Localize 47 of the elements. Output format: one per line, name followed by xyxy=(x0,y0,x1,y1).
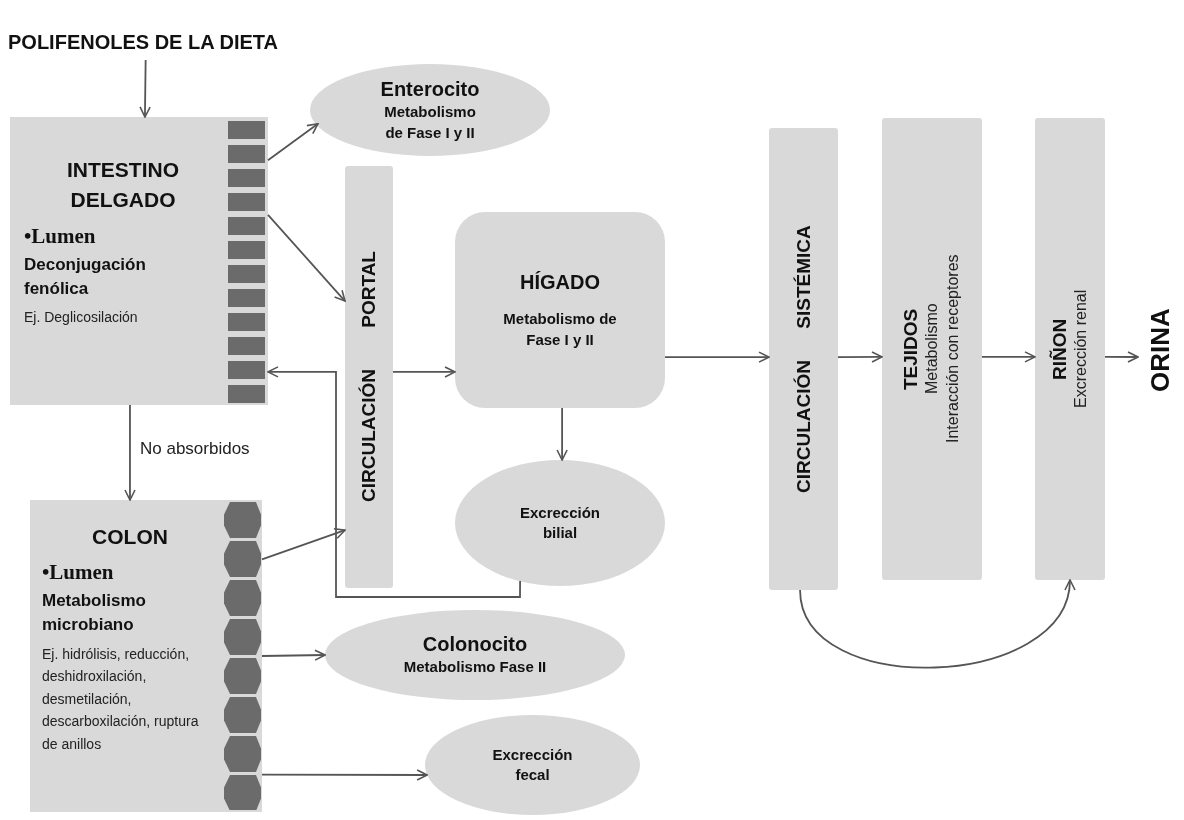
node-heading: INTESTINO DELGADO xyxy=(66,157,180,214)
node-heading: Enterocito xyxy=(380,77,480,103)
section-label: •Lumen xyxy=(24,223,97,249)
node-heading: CIRCULACIÓN PORTAL xyxy=(358,251,380,503)
vertical-bar xyxy=(345,166,393,588)
node-text: Excrección fecal xyxy=(491,744,574,785)
arrow xyxy=(981,351,1036,363)
arrow xyxy=(261,528,346,561)
example-text: Ej. Deglicosilación xyxy=(24,308,139,328)
node-text: Metabolismo de Fase I y II xyxy=(502,309,618,350)
arrow xyxy=(837,351,883,363)
node-text: Metabolismo de Fase I y II xyxy=(383,102,477,143)
node-heading: CIRCULACIÓN SISTÉMICA xyxy=(792,225,815,493)
vertical-bar xyxy=(769,128,838,590)
node-heading: Colonocito xyxy=(422,632,528,658)
input-label: POLIFENOLES DE LA DIETA xyxy=(8,30,278,54)
arrow xyxy=(124,404,136,501)
organ-box xyxy=(30,500,262,812)
arrow xyxy=(392,366,456,378)
arrow xyxy=(267,366,521,598)
arrow xyxy=(261,769,429,781)
node-heading: HÍGADO xyxy=(520,270,600,296)
vertical-bar xyxy=(882,118,982,580)
node-heading: TEJIDOS xyxy=(900,308,923,390)
node-heading: COLON xyxy=(92,524,168,550)
organ-box xyxy=(10,117,268,405)
arrow xyxy=(261,649,326,661)
example-text: Ej. hidrólisis, reducción, deshidroxilación, desmetilación, descarboxilación, ruptura de anillos xyxy=(42,645,200,754)
arrow xyxy=(267,122,319,162)
node-text: Deconjugación fenólica xyxy=(24,253,147,300)
rounded-box xyxy=(455,212,665,408)
arrow xyxy=(664,351,770,363)
node-heading: RIÑON xyxy=(1048,318,1071,380)
arrow xyxy=(799,579,1074,669)
node-text: Excrección bilial xyxy=(518,502,601,543)
arrow xyxy=(139,59,151,118)
arrow xyxy=(1104,351,1139,363)
node-text: Metabolismo xyxy=(922,303,942,395)
arrow xyxy=(556,407,568,461)
arrow xyxy=(267,214,346,302)
output-label: ORINA xyxy=(1144,308,1176,392)
section-label: •Lumen xyxy=(42,560,115,586)
node-text: Metabolismo Fase II xyxy=(403,657,547,678)
vertical-bar xyxy=(1035,118,1105,580)
node-text: Metabolismo microbiano xyxy=(42,590,147,637)
node-text: Excrección renal xyxy=(1070,289,1090,409)
node-text: Interacción con receptores xyxy=(943,254,962,444)
